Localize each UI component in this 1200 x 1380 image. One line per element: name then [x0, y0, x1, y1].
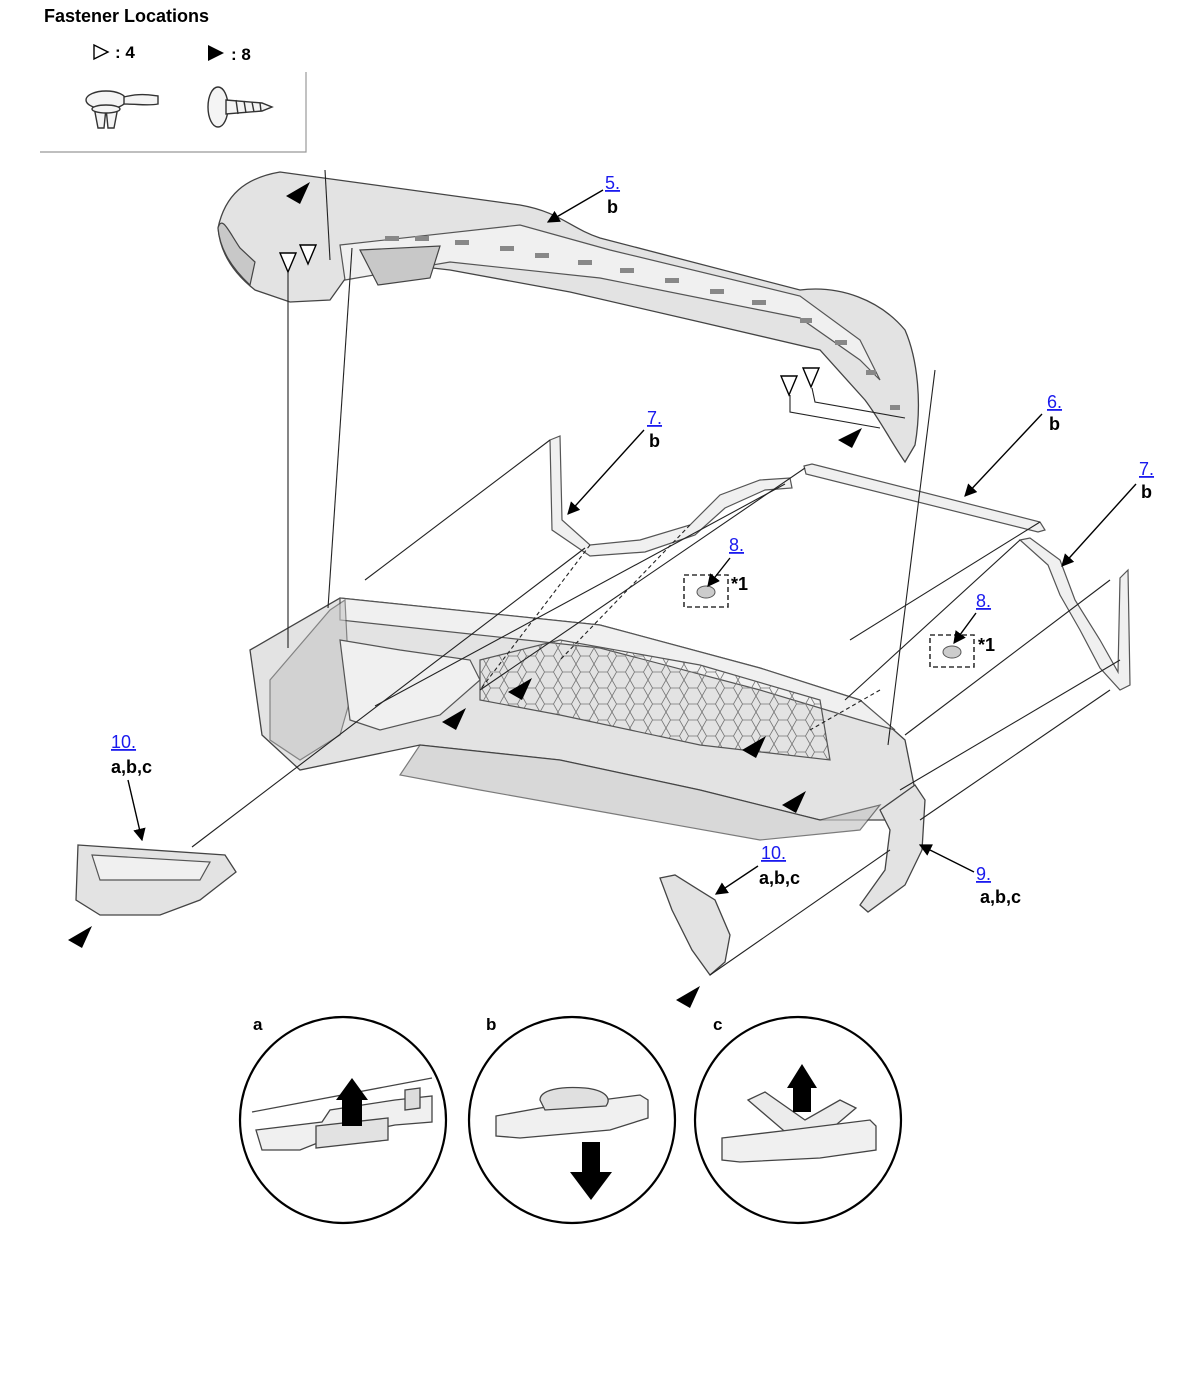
screw-marker [508, 678, 532, 700]
screw-marker [442, 708, 466, 730]
upper-bracket-strip [803, 463, 1046, 533]
callout-subtext: b [1141, 482, 1152, 502]
upper-bumper-cover [217, 171, 920, 464]
left-side-bracket [549, 435, 793, 557]
callout-7-right: 7. b [1061, 459, 1154, 567]
clip-marker [278, 252, 298, 274]
screw-marker [782, 791, 806, 813]
assembly-guide-lines [191, 169, 1121, 976]
panel-letter: c [713, 1015, 722, 1034]
fastener-markers [68, 182, 862, 1008]
callout-7-left: 7. b [567, 408, 662, 515]
callout-10-right: 10. a,b,c [714, 843, 800, 895]
callout-subtext: b [649, 431, 660, 451]
arrow-down-icon [570, 1142, 612, 1200]
screw-icon [207, 86, 274, 128]
callout-subtext: *1 [978, 635, 995, 655]
callout-5: 5. b [546, 173, 620, 223]
right-lower-corner [859, 784, 926, 913]
detail-panel-b: b [467, 1015, 677, 1225]
callout-number[interactable]: 7. [647, 408, 662, 428]
clip-box-8a [683, 574, 729, 608]
page-title: Fastener Locations [44, 6, 209, 26]
panel-letter: b [486, 1015, 496, 1034]
arrow-up-icon [787, 1064, 817, 1112]
callout-number[interactable]: 10. [111, 732, 136, 752]
panel-letter: a [253, 1015, 263, 1034]
callout-8-left: 8. *1 [707, 535, 748, 594]
clip-box-8b [929, 634, 975, 668]
callout-number[interactable]: 8. [729, 535, 744, 555]
clip-marker [779, 375, 799, 397]
screw-marker [838, 428, 862, 448]
callout-subtext: a,b,c [111, 757, 152, 777]
legend: : 4 : 8 [40, 43, 307, 153]
callout-subtext: b [607, 197, 618, 217]
screw-marker [676, 986, 700, 1008]
clip-icon [85, 90, 159, 129]
callout-9: 9. a,b,c [918, 844, 1021, 907]
screw-marker [742, 736, 766, 758]
right-fog-garnish [659, 874, 731, 976]
callout-number[interactable]: 6. [1047, 392, 1062, 412]
detail-panel-a: a [238, 1015, 448, 1225]
detail-panel-c: c [693, 1015, 903, 1225]
callout-number[interactable]: 5. [605, 173, 620, 193]
callout-subtext: *1 [731, 574, 748, 594]
callout-6: 6. b [964, 392, 1062, 497]
callout-10-left: 10. a,b,c [111, 732, 152, 842]
right-side-bracket [1018, 537, 1131, 691]
screw-count: : 8 [231, 45, 251, 64]
open-triangle-icon [93, 43, 110, 61]
callout-subtext: a,b,c [980, 887, 1021, 907]
callout-number[interactable]: 7. [1139, 459, 1154, 479]
callout-8-right: 8. *1 [953, 591, 995, 655]
callout-subtext: b [1049, 414, 1060, 434]
filled-triangle-icon [208, 45, 224, 61]
clip-count: : 4 [115, 43, 135, 62]
callout-number[interactable]: 8. [976, 591, 991, 611]
clip-marker [298, 244, 318, 266]
callout-number[interactable]: 9. [976, 864, 991, 884]
callout-number[interactable]: 10. [761, 843, 786, 863]
callout-subtext: a,b,c [759, 868, 800, 888]
screw-marker [286, 182, 310, 204]
clip-marker [801, 367, 821, 389]
screw-marker [68, 926, 92, 948]
arrow-up-icon [336, 1078, 368, 1126]
lower-bumper-body [249, 597, 916, 841]
